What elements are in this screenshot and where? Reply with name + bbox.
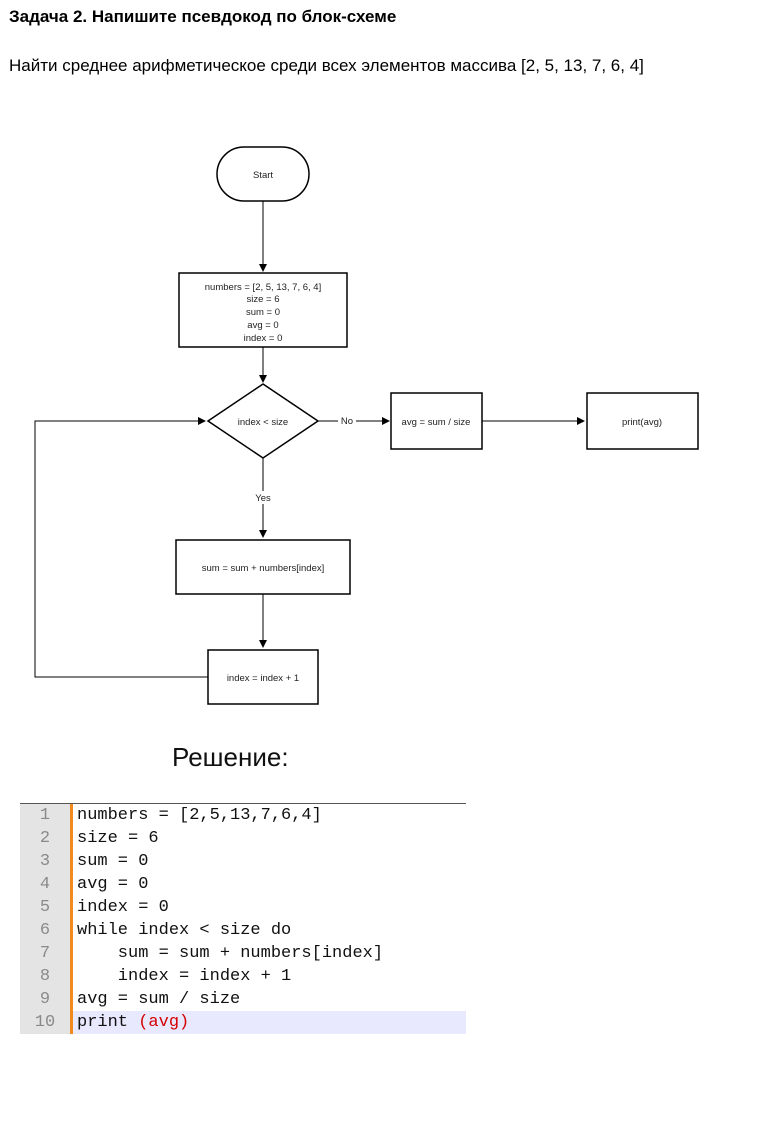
- avg-box: [390, 392, 483, 450]
- loop-back-arrow: [34, 417, 208, 678]
- code-keyword: print: [77, 1013, 139, 1032]
- code-text[interactable]: print (avg): [73, 1011, 466, 1034]
- sum-box-label: sum = sum + numbers[index]: [202, 563, 325, 574]
- change-bar: [70, 827, 73, 850]
- code-text[interactable]: sum = sum + numbers[index]: [77, 944, 384, 963]
- avg-box-label: avg = sum / size: [402, 417, 471, 428]
- code-text[interactable]: index = index + 1: [77, 967, 292, 986]
- code-line: 8 index = index + 1: [20, 965, 466, 988]
- code-line: 9 avg = sum / size: [20, 988, 466, 1011]
- flowchart: Start numbers = [2, 5, 13, 7, 6, 4] size…: [34, 146, 699, 705]
- condition-diamond: [206, 383, 320, 459]
- print-box-label: print(avg): [622, 417, 662, 428]
- code-line: 4 avg = 0: [20, 873, 466, 896]
- change-bar: [70, 988, 73, 1011]
- code-text[interactable]: avg = 0: [77, 875, 149, 894]
- line-number: 6: [20, 919, 70, 942]
- no-label: No: [341, 416, 353, 427]
- change-bar: [70, 1011, 73, 1034]
- index-box: [207, 649, 319, 705]
- task-title: Задача 2. Напишите псевдокод по блок-схе…: [9, 7, 397, 26]
- code-paren-arg: (avg): [138, 1013, 190, 1032]
- change-bar: [70, 965, 73, 988]
- change-bar: [70, 850, 73, 873]
- code-text[interactable]: index = 0: [77, 898, 169, 917]
- code-line: 7 sum = sum + numbers[index]: [20, 942, 466, 965]
- change-bar: [70, 873, 73, 896]
- code-line: 6 while index < size do: [20, 919, 466, 942]
- line-number: 9: [20, 988, 70, 1011]
- code-text[interactable]: size = 6: [77, 829, 159, 848]
- sum-box: [175, 539, 351, 595]
- change-bar: [70, 896, 73, 919]
- code-line: 3 sum = 0: [20, 850, 466, 873]
- change-bar: [70, 942, 73, 965]
- change-bar: [70, 919, 73, 942]
- line-number: 3: [20, 850, 70, 873]
- line-number: 8: [20, 965, 70, 988]
- line-number: 5: [20, 896, 70, 919]
- yes-label: Yes: [255, 493, 271, 504]
- solution-heading: Решение:: [172, 742, 289, 772]
- init-line: index = 0: [244, 333, 283, 344]
- code-line: 5 index = 0: [20, 896, 466, 919]
- line-number: 7: [20, 942, 70, 965]
- code-line: 1 numbers = [2,5,13,7,6,4]: [20, 804, 466, 827]
- init-line: avg = 0: [247, 320, 278, 331]
- init-line: sum = 0: [246, 307, 280, 318]
- init-box: [178, 272, 348, 348]
- code-text[interactable]: while index < size do: [77, 921, 292, 940]
- init-line: numbers = [2, 5, 13, 7, 6, 4]: [205, 282, 321, 293]
- code-text[interactable]: numbers = [2,5,13,7,6,4]: [77, 806, 322, 825]
- init-line: size = 6: [246, 294, 279, 305]
- line-number: 10: [20, 1011, 70, 1034]
- no-label-bg: [338, 414, 356, 427]
- print-box: [586, 392, 699, 450]
- start-node: [216, 146, 310, 202]
- index-box-label: index = index + 1: [227, 673, 299, 684]
- yes-label-bg: [252, 491, 274, 504]
- code-text[interactable]: sum = 0: [77, 852, 149, 871]
- line-number: 4: [20, 873, 70, 896]
- line-number: 2: [20, 827, 70, 850]
- line-number: 1: [20, 804, 70, 827]
- code-editor: 1 numbers = [2,5,13,7,6,4] 2 size = 6 3 sum…: [20, 803, 466, 1034]
- start-label: Start: [253, 170, 273, 181]
- task-description: Найти среднее арифметическое среди всех …: [9, 56, 644, 75]
- code-text[interactable]: avg = sum / size: [77, 990, 241, 1009]
- condition-label: index < size: [238, 417, 288, 428]
- code-line: 2 size = 6: [20, 827, 466, 850]
- change-bar: [70, 804, 73, 827]
